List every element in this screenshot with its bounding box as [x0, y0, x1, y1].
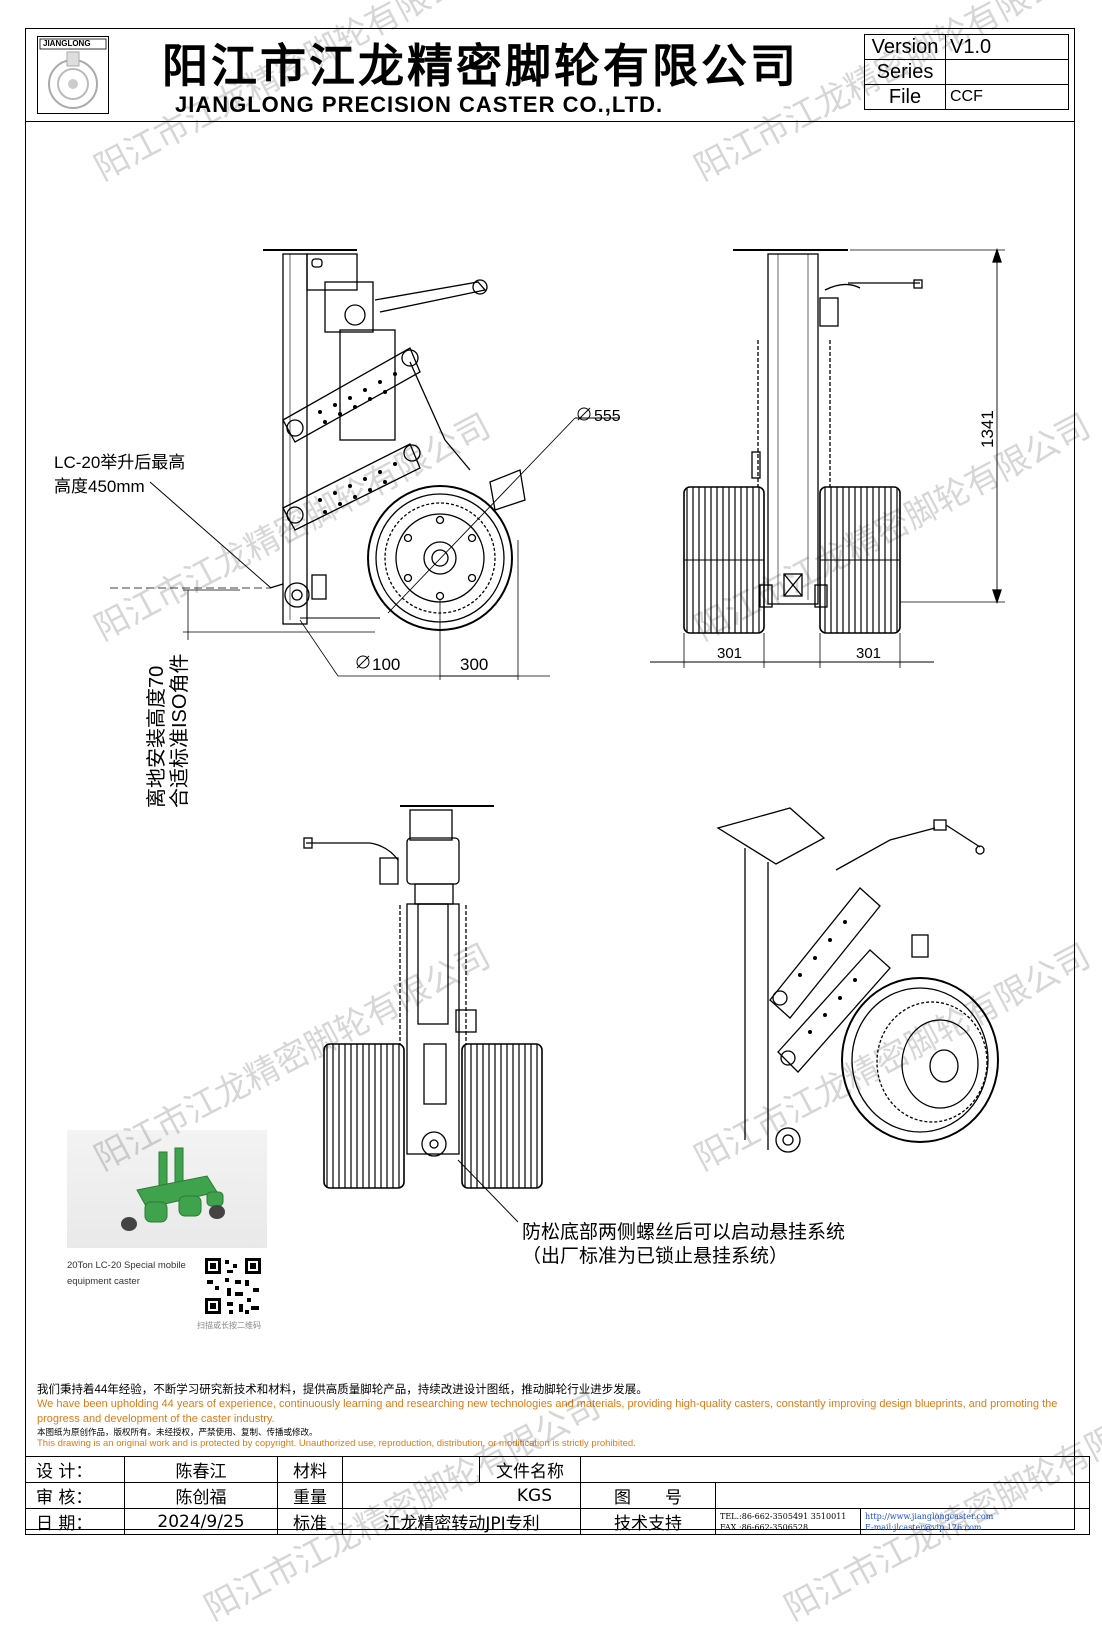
company-name-en: JIANGLONG PRECISION CASTER CO.,LTD.	[175, 92, 664, 117]
design-value: 陈春江	[124, 1456, 278, 1483]
version-value: V1.0	[945, 34, 1069, 60]
version-label: Version	[864, 34, 946, 60]
file-value: CCF	[945, 84, 1069, 110]
product-photo-card: 20Ton LC-20 Special mobile equipment cas…	[57, 1122, 273, 1334]
file-name-label: 文件名称	[479, 1456, 581, 1483]
company-name-cn: 阳江市江龙精密脚轮有限公司	[162, 39, 799, 93]
header-divider	[25, 121, 1075, 122]
material-label: 材料	[277, 1456, 343, 1483]
contact-web: http://www.jianglongcaster.com E-mail:jl…	[860, 1508, 1090, 1535]
en-statement: We have been upholding 44 years of exper…	[37, 1398, 1058, 1425]
en-copyright: This drawing is an original work and is …	[37, 1438, 636, 1449]
website-link[interactable]: http://www.jianglongcaster.com	[865, 1511, 994, 1521]
lift-note-line2: 高度450mm	[54, 477, 145, 496]
standard-value: 江龙精密转动JPI专利	[342, 1508, 581, 1535]
dim-diameter-555: 555	[594, 408, 621, 425]
series-value	[945, 59, 1069, 85]
tel-text: TEL.:86-662-3505491 3510011	[720, 1511, 847, 1521]
technical-drawing: LC-20举升后最高 高度450mm 555 100 300 1341 301 …	[54, 247, 1005, 1267]
product-photo	[67, 1130, 267, 1248]
fax-text: FAX.:86-662-3506528	[720, 1522, 809, 1532]
title-block: 设 计： 陈春江 材料 文件名称 审 核： 陈创福 重量 KGS 图 号 日 期…	[25, 1456, 1090, 1535]
weight-label: 重量	[277, 1482, 343, 1509]
drawing-no-value	[715, 1482, 1090, 1509]
suspension-note-line1: 防松底部两侧螺丝后可以启动悬挂系统	[522, 1221, 845, 1243]
cn-statement: 我们秉持着44年经验，不断学习研究新技术和材料，提供高质量脚轮产品，持续改进设计…	[37, 1384, 648, 1396]
contact-phone: TEL.:86-662-3505491 3510011 FAX.:86-662-…	[715, 1508, 861, 1535]
weight-unit: KGS	[342, 1482, 581, 1509]
series-label: Series	[864, 59, 946, 85]
qr-hint: 扫描或长按二维码	[197, 1321, 261, 1330]
email-link[interactable]: E-mail:jlcaster@vip.126.com	[865, 1522, 982, 1532]
dim-300: 300	[460, 655, 488, 674]
design-label: 设 计：	[25, 1456, 125, 1483]
photo-caption: 20Ton LC-20 Special mobile equipment cas…	[67, 1260, 186, 1287]
review-label: 审 核：	[25, 1482, 125, 1509]
vertical-note-line1: 离地安装高度70	[145, 666, 168, 808]
file-label: File	[864, 84, 946, 110]
standard-label: 标准	[277, 1508, 343, 1535]
company-logo: JIANGLONG	[37, 36, 109, 114]
date-label: 日 期：	[25, 1508, 125, 1535]
dim-width-left: 301	[717, 645, 742, 662]
isometric-view	[716, 807, 999, 1153]
rear-view	[303, 805, 543, 1223]
drawing-no-label: 图 号	[580, 1482, 716, 1509]
qr-code[interactable]	[205, 1258, 261, 1314]
logo-text: JIANGLONG	[43, 39, 91, 48]
dim-width-right: 301	[856, 645, 881, 662]
file-name-value	[580, 1456, 1090, 1483]
lift-note-line1: LC-20举升后最高	[54, 453, 185, 472]
dim-diameter-100: 100	[372, 655, 400, 674]
vertical-note-line2: 合适标准ISO角件	[168, 654, 191, 808]
suspension-note-line2: （出厂标准为已锁止悬挂系统）	[522, 1245, 788, 1267]
tech-support-label: 技术支持	[580, 1508, 716, 1535]
material-value	[342, 1456, 480, 1483]
dim-height-1341: 1341	[978, 410, 997, 448]
date-value: 2024/9/25	[124, 1508, 278, 1535]
front-view	[650, 247, 1005, 668]
side-view	[110, 249, 620, 680]
cn-copyright: 本图纸为原创作品，版权所有。未经授权，严禁使用、复制、传播或修改。	[37, 1427, 318, 1437]
review-value: 陈创福	[124, 1482, 278, 1509]
